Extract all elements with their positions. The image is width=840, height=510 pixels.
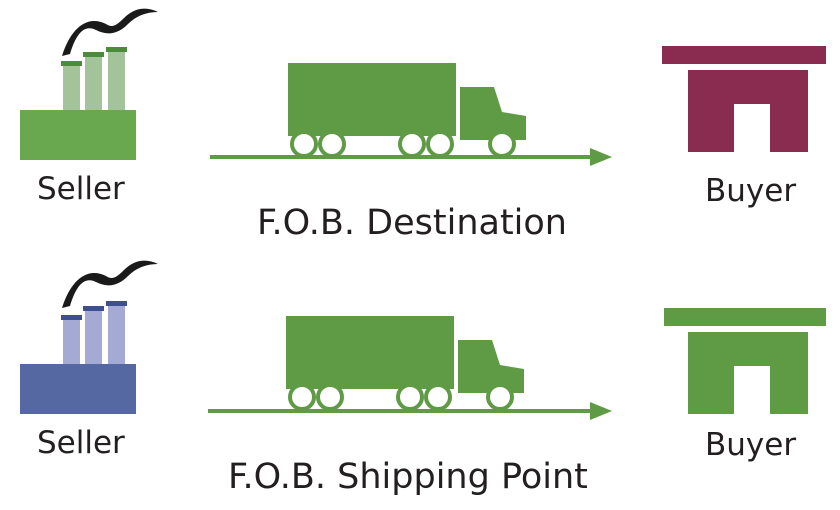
direction-arrow xyxy=(210,148,612,166)
truck-wheel xyxy=(426,130,454,158)
truck-cab xyxy=(460,87,526,140)
seller-label: Seller xyxy=(37,425,125,461)
chimney-cap xyxy=(61,61,82,66)
direction-arrow xyxy=(208,402,612,420)
truck-wheel xyxy=(316,383,344,411)
arrow-head xyxy=(590,148,612,166)
chimney-cap xyxy=(106,47,127,52)
store-body xyxy=(688,70,808,152)
factory-icon xyxy=(20,8,158,160)
term-label-destination: F.O.B. Destination xyxy=(257,203,567,243)
arrow-line xyxy=(210,155,594,159)
truck-wheel xyxy=(290,130,318,158)
buyer-label: Buyer xyxy=(705,173,797,209)
truck-icon xyxy=(286,316,524,411)
factory-base xyxy=(20,110,136,160)
truck-trailer xyxy=(288,63,456,136)
chimney xyxy=(108,304,125,364)
chimney xyxy=(63,318,80,364)
row-shipping-point xyxy=(20,260,826,420)
store-icon xyxy=(664,308,826,414)
term-label-shipping-point: F.O.B. Shipping Point xyxy=(228,457,588,497)
chimney xyxy=(85,309,102,364)
seller-label: Seller xyxy=(37,171,125,207)
truck-wheel xyxy=(318,130,346,158)
truck-cab xyxy=(458,340,524,393)
store-body xyxy=(688,332,808,414)
truck-wheel xyxy=(486,383,514,411)
row-destination xyxy=(20,8,826,166)
truck-wheel xyxy=(424,383,452,411)
truck-icon xyxy=(288,63,526,158)
store-roof xyxy=(664,308,826,326)
truck-wheel xyxy=(398,130,426,158)
chimney xyxy=(63,64,80,110)
arrow-line xyxy=(208,409,594,413)
chimney-cap xyxy=(106,301,127,306)
chimney xyxy=(85,55,102,110)
chimney-cap xyxy=(61,315,82,320)
factory-icon xyxy=(20,260,158,414)
store-roof xyxy=(662,46,826,64)
chimney-cap xyxy=(83,52,104,57)
arrow-head xyxy=(590,402,612,420)
store-icon xyxy=(662,46,826,152)
factory-base xyxy=(20,364,136,414)
truck-wheel xyxy=(288,383,316,411)
chimney-cap xyxy=(83,306,104,311)
truck-wheel xyxy=(488,130,516,158)
truck-wheel xyxy=(396,383,424,411)
smoke-plume xyxy=(62,260,158,308)
chimney xyxy=(108,50,125,110)
smoke-plume xyxy=(62,8,158,56)
buyer-label: Buyer xyxy=(705,427,797,463)
truck-trailer xyxy=(286,316,454,389)
